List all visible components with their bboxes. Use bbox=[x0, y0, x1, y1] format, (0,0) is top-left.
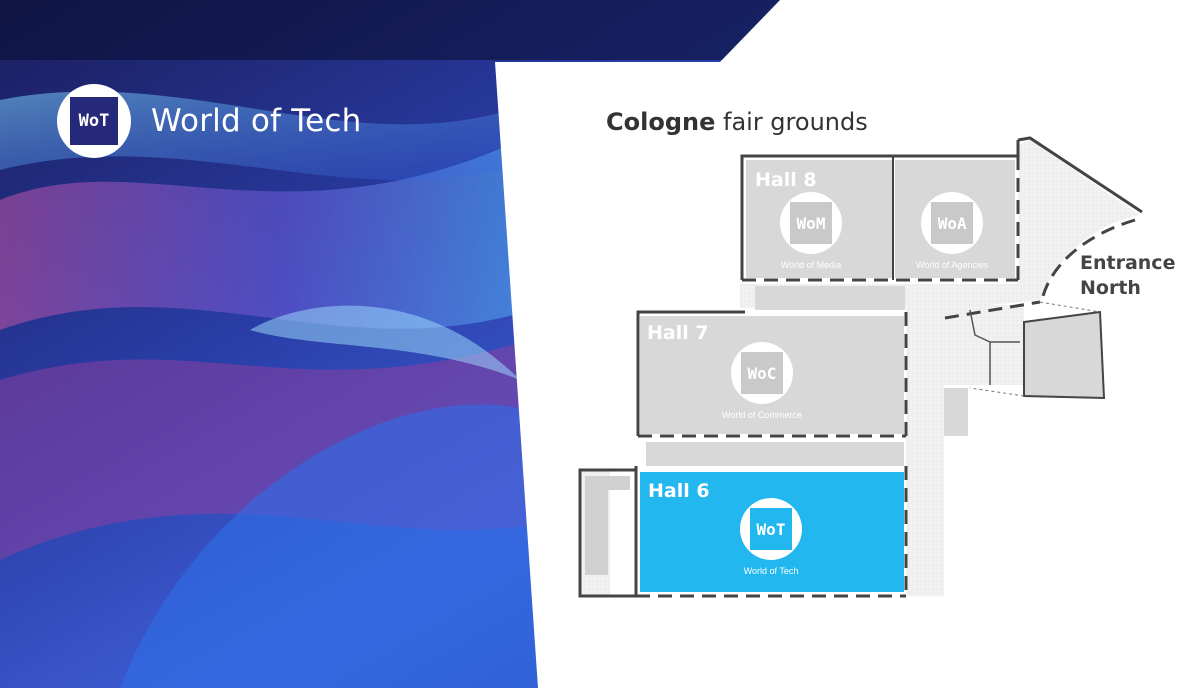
wot-name: World of Tech bbox=[743, 566, 799, 576]
hall-8-7-connector bbox=[755, 286, 905, 310]
hall-6-label: Hall 6 bbox=[648, 480, 710, 502]
woc-badge: WoC bbox=[740, 352, 783, 394]
brand-name: World of Tech bbox=[151, 103, 362, 139]
map-title-bold: Cologne bbox=[606, 108, 716, 136]
wom-badge: WoM bbox=[790, 202, 832, 244]
brand-logo-text: WoT bbox=[70, 97, 118, 145]
hall-7-6-connector bbox=[646, 442, 904, 466]
woc-name: World of Commerce bbox=[722, 410, 802, 420]
hall-7-label: Hall 7 bbox=[647, 322, 709, 344]
world-of-commerce-logo[interactable]: WoC World of Commerce bbox=[722, 342, 802, 420]
hall-8-label: Hall 8 bbox=[755, 169, 817, 191]
entrance-north-label: Entrance North bbox=[1080, 251, 1175, 301]
wom-name: World of Media bbox=[780, 260, 842, 270]
world-of-agencies-logo[interactable]: WoA World of Agencies bbox=[916, 192, 988, 270]
map-title-rest: fair grounds bbox=[715, 108, 868, 136]
map-title: Cologne fair grounds bbox=[606, 108, 868, 136]
woa-badge: WoA bbox=[931, 202, 974, 244]
world-of-media-logo[interactable]: WoM World of Media bbox=[780, 192, 842, 270]
entrance-line-1: Entrance bbox=[1080, 252, 1176, 274]
world-of-tech-logo[interactable]: WoT World of Tech bbox=[740, 498, 802, 576]
brand: WoT World of Tech bbox=[57, 84, 361, 158]
woa-name: World of Agencies bbox=[916, 260, 989, 270]
wot-badge: WoT bbox=[750, 508, 792, 550]
entrance-north-building[interactable] bbox=[944, 136, 1143, 436]
entrance-line-2: North bbox=[1080, 277, 1141, 299]
brand-logo: WoT bbox=[57, 84, 131, 158]
